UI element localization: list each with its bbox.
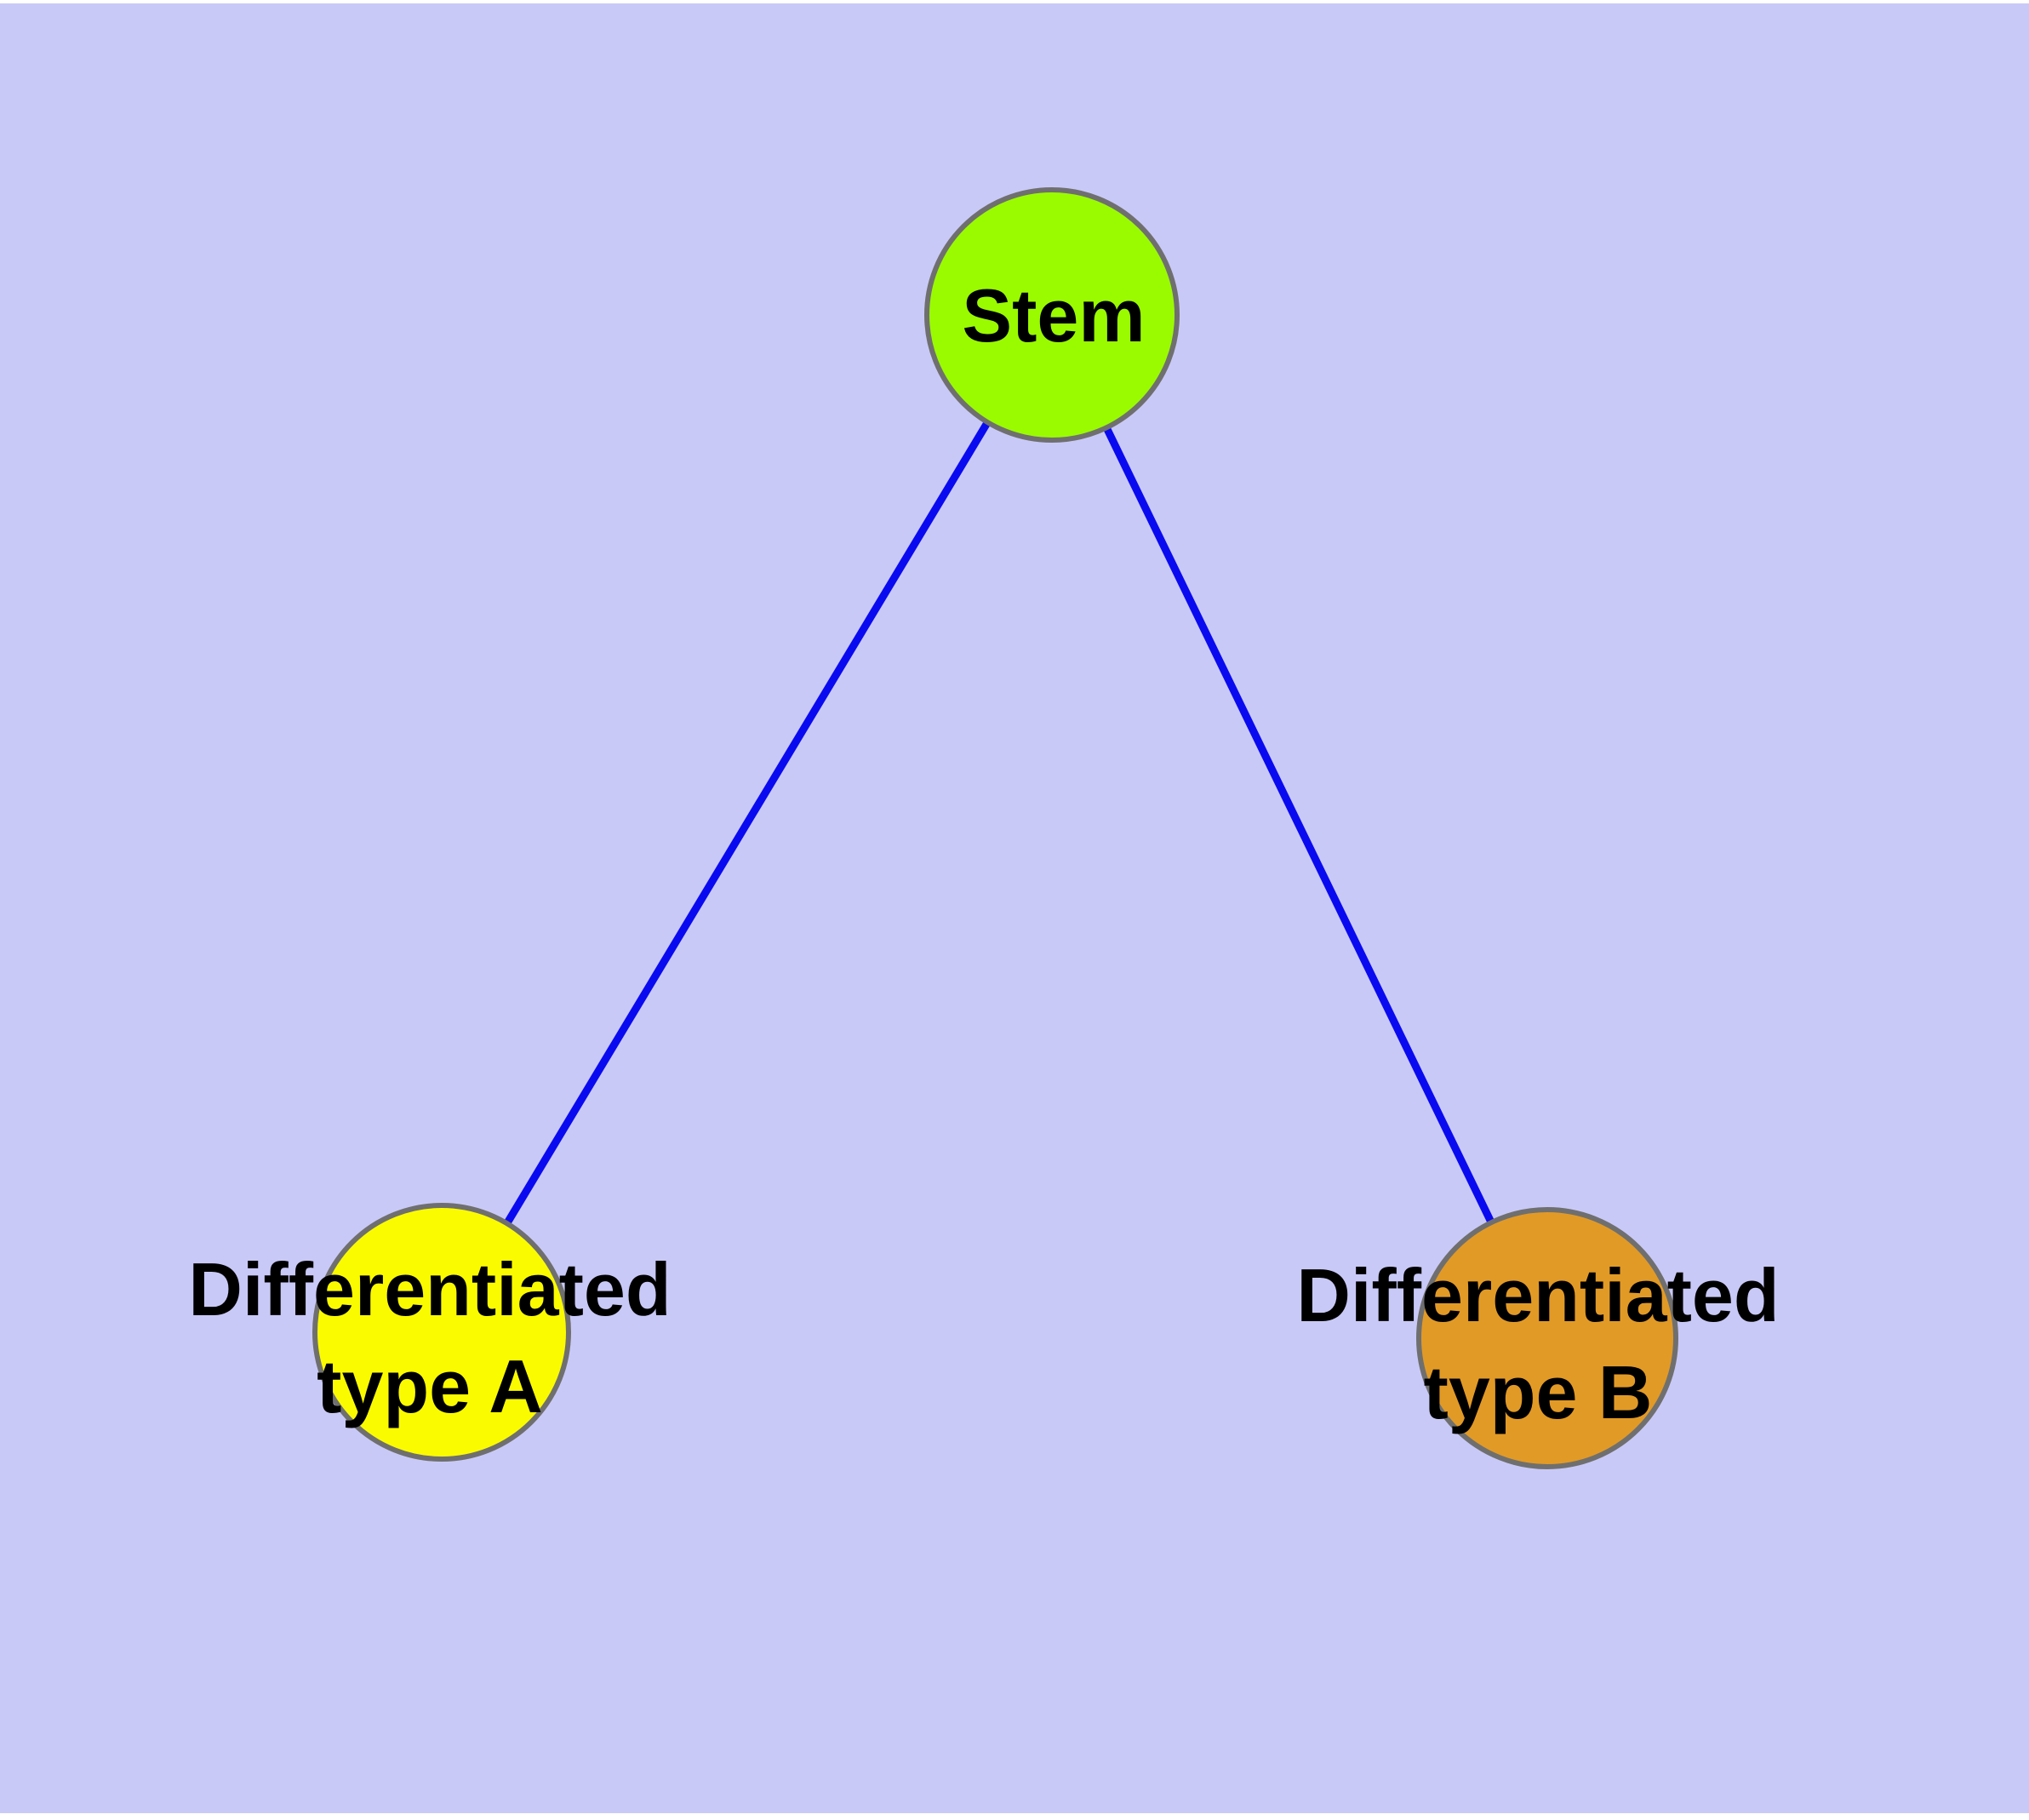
node-stem — [924, 187, 1180, 443]
node-stem-label: Stem — [962, 273, 1145, 358]
node-type-b-label-line1: Differentiated — [1296, 1253, 1779, 1337]
node-type-b-label-line2: type B — [1424, 1350, 1653, 1434]
edge-stem-to-type-a — [438, 312, 1055, 1335]
edge-stem-to-type-b — [1048, 313, 1552, 1340]
node-type-a-label-line1: Differentiated — [188, 1247, 671, 1331]
node-type-a — [312, 1203, 571, 1462]
node-type-a-label-line2: type A — [317, 1344, 543, 1428]
node-type-b — [1416, 1207, 1678, 1469]
